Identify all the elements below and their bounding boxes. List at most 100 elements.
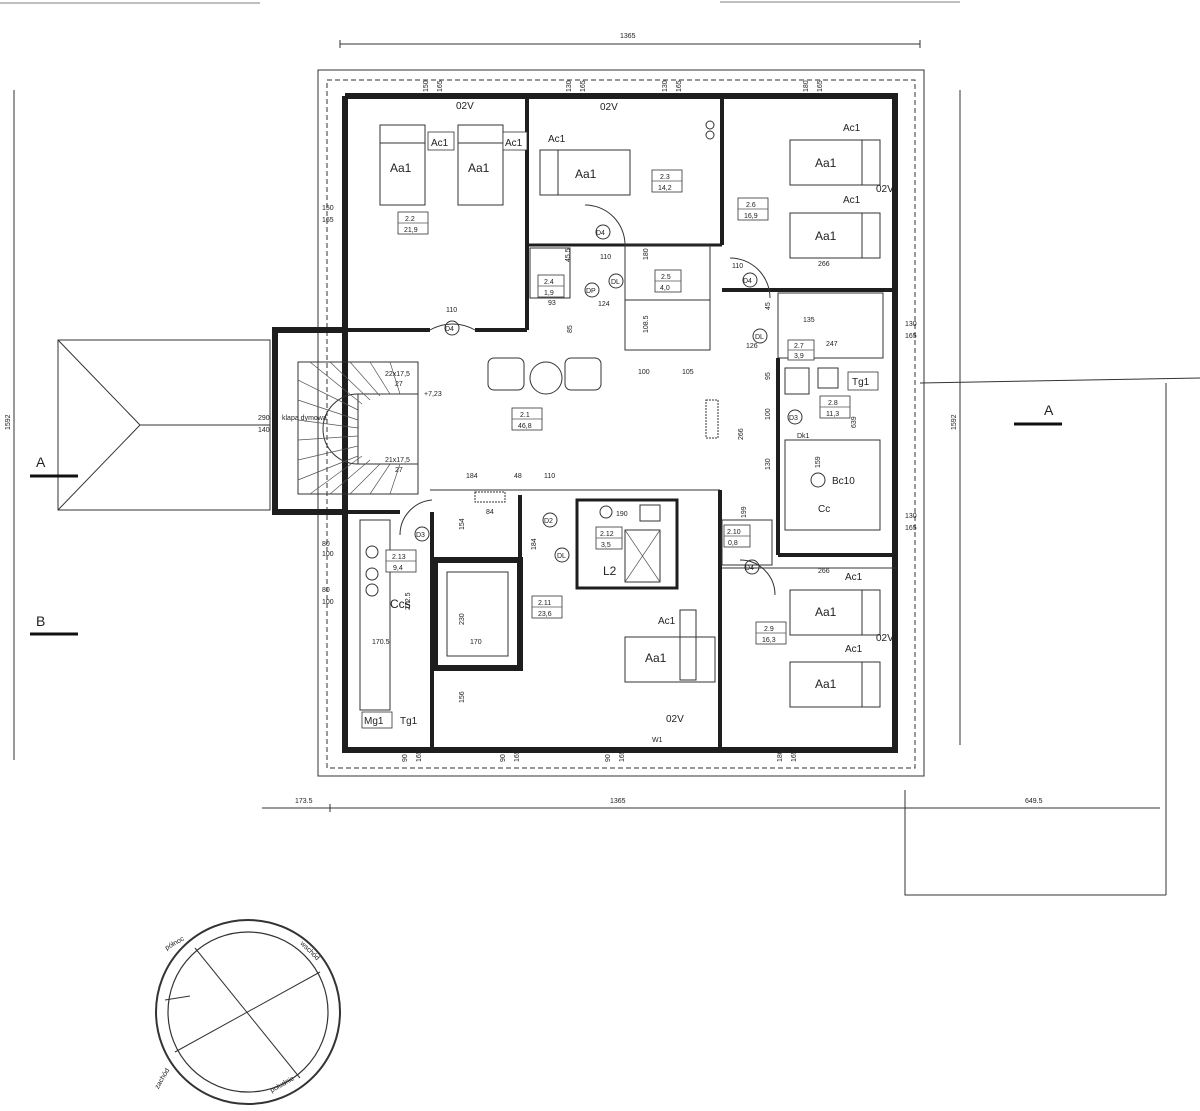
svg-text:124: 124 (598, 301, 610, 308)
svg-text:2.7: 2.7 (794, 343, 804, 350)
svg-text:130: 130 (765, 458, 772, 470)
stair-note: klapa dymowa (282, 415, 327, 422)
svg-text:90: 90 (500, 754, 507, 762)
cabinet-label: Ac1 (505, 138, 523, 149)
svg-text:180: 180 (777, 750, 784, 762)
svg-text:165: 165 (416, 750, 423, 762)
stair-top-steps: 22x17,5 (385, 371, 410, 378)
svg-text:110: 110 (446, 307, 457, 314)
room-2-3-furniture: Aa1 Ac1 02V (539, 102, 715, 196)
svg-text:110: 110 (544, 473, 555, 480)
l2-label: L2 (603, 564, 617, 578)
svg-text:150: 150 (423, 80, 430, 92)
level-mark: +7,23 (424, 391, 442, 398)
svg-text:184: 184 (466, 473, 478, 480)
svg-text:45: 45 (765, 302, 772, 310)
svg-text:290: 290 (258, 415, 270, 422)
svg-text:272.5: 272.5 (405, 592, 412, 610)
room-tag-2-10: 2.10 0,8 (723, 524, 751, 548)
svg-text:140: 140 (258, 427, 270, 434)
dimension-top: 1365 (339, 33, 921, 48)
cabinet-label: Ac1 (843, 195, 861, 206)
bed-label: Aa1 (575, 167, 597, 181)
room-tag-2-13: 2.13 9,4 (385, 549, 417, 573)
svg-text:16,3: 16,3 (762, 637, 776, 644)
svg-text:170: 170 (470, 639, 482, 646)
bc-label: Bc10 (832, 476, 855, 487)
svg-text:93: 93 (548, 300, 556, 307)
interior-dimensions: 150 165 130 165 130 165 180 165 150 165 … (322, 80, 917, 762)
room-2-6-furniture: Aa1 Ac1 Aa1 Ac1 02V (789, 123, 894, 259)
svg-text:165: 165 (437, 80, 444, 92)
room-tag-2-11: 2.11 23,6 (531, 595, 563, 619)
room-2-2-furniture: Aa1 Aa1 Ac1 Ac1 02V (379, 101, 528, 206)
svg-text:105: 105 (682, 369, 694, 376)
svg-text:2.12: 2.12 (600, 531, 614, 538)
dk-label: Dk1 (797, 433, 810, 440)
window-label: 02V (876, 633, 894, 644)
svg-text:80: 80 (322, 541, 330, 548)
svg-text:90: 90 (605, 754, 612, 762)
svg-text:2.1: 2.1 (520, 412, 530, 419)
door-label: D3 (416, 532, 425, 539)
cabinet-label: Ac1 (843, 123, 861, 134)
svg-text:154: 154 (459, 518, 466, 530)
bed-label: Aa1 (645, 651, 667, 665)
svg-text:A: A (36, 454, 46, 470)
svg-text:27: 27 (395, 381, 403, 388)
dim-bottom-left: 173.5 (295, 798, 313, 805)
svg-text:14,2: 14,2 (658, 185, 672, 192)
room-tag-2-8: 2.8 11,3 (819, 395, 851, 419)
doors: D4 D4 D4 D4 D3 D3 D2 DP DL DL DL (399, 204, 803, 596)
window-label: 02V (456, 101, 474, 112)
room-2-1-furniture (474, 357, 719, 503)
dim-top-total: 1365 (620, 33, 636, 40)
cabinet-label: Ac1 (845, 572, 863, 583)
svg-text:95: 95 (765, 372, 772, 380)
svg-text:165: 165 (905, 525, 917, 532)
svg-text:100: 100 (322, 599, 334, 606)
svg-text:0,8: 0,8 (728, 540, 738, 547)
svg-text:165: 165 (791, 750, 798, 762)
svg-text:2.8: 2.8 (828, 400, 838, 407)
svg-text:2.10: 2.10 (727, 529, 741, 536)
svg-text:165: 165 (580, 80, 587, 92)
compass-south: południe (269, 1075, 296, 1094)
svg-text:2.3: 2.3 (660, 174, 670, 181)
svg-text:100: 100 (322, 551, 334, 558)
svg-text:130: 130 (566, 80, 573, 92)
svg-text:3,5: 3,5 (601, 542, 611, 549)
window-label: 02V (666, 714, 684, 725)
section-mark-b: B (30, 613, 78, 636)
staircase: 22x17,5 27 21x17,5 27 klapa dymowa 290 1… (258, 361, 442, 495)
svg-text:100: 100 (638, 369, 650, 376)
svg-text:9,4: 9,4 (393, 565, 403, 572)
exterior-walls (272, 93, 898, 753)
dimension-left: 1592 (5, 90, 15, 760)
svg-text:4,0: 4,0 (660, 285, 670, 292)
svg-text:80: 80 (322, 587, 330, 594)
svg-text:2.9: 2.9 (764, 626, 774, 633)
svg-text:199: 199 (741, 506, 748, 518)
room-tag-2-7: 2.7 3,9 (787, 339, 815, 361)
svg-text:130: 130 (905, 321, 917, 328)
ccs-label: Ccs (390, 597, 411, 611)
bed-label: Aa1 (815, 677, 837, 691)
svg-text:266: 266 (818, 261, 830, 268)
door-label: DL (755, 334, 764, 341)
svg-text:639: 639 (851, 416, 858, 428)
svg-text:90: 90 (402, 754, 409, 762)
door-label: D4 (596, 230, 605, 237)
bed-label: Aa1 (468, 161, 490, 175)
svg-text:108.5: 108.5 (643, 315, 650, 333)
svg-text:190: 190 (616, 511, 628, 518)
svg-text:23,6: 23,6 (538, 611, 552, 618)
svg-text:165: 165 (817, 80, 824, 92)
dim-bottom-total: 1365 (610, 798, 626, 805)
svg-text:230: 230 (459, 613, 466, 625)
room-tag-2-1: 2.1 46,8 (511, 407, 543, 431)
svg-text:165: 165 (619, 750, 626, 762)
svg-text:B: B (36, 613, 45, 629)
svg-text:100: 100 (765, 408, 772, 420)
